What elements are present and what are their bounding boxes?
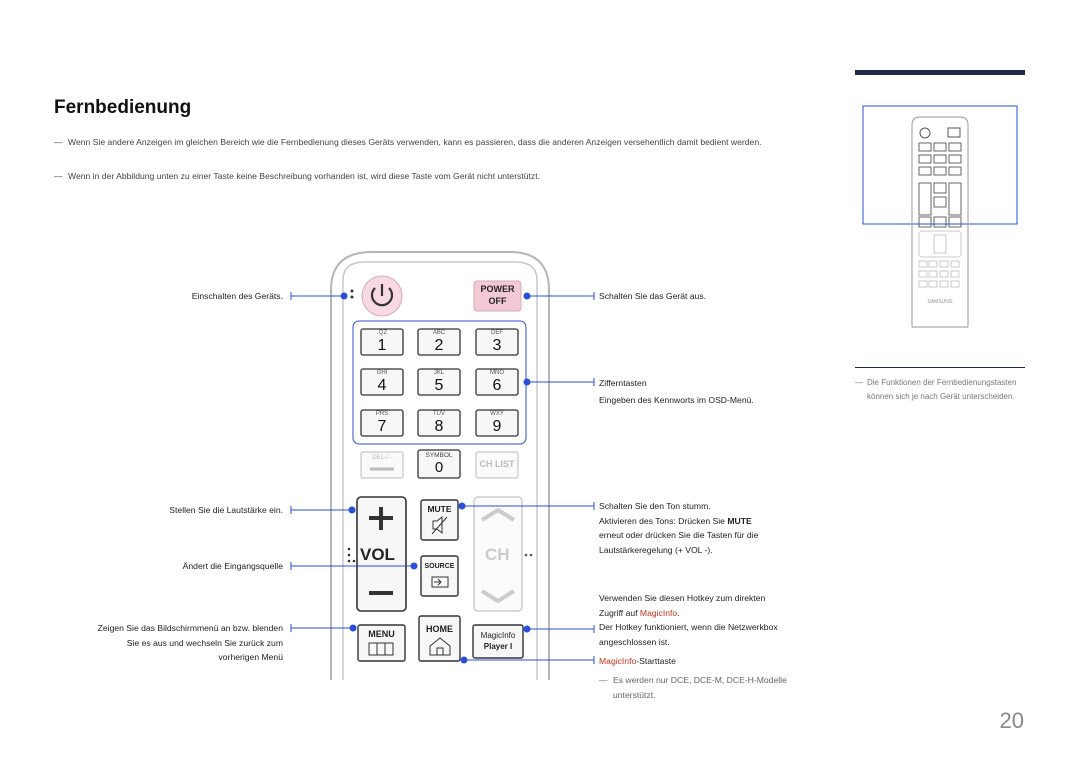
note-dash: ― [855, 378, 863, 387]
page-number: 20 [999, 708, 1024, 733]
key-5[interactable]: 5 [434, 377, 444, 394]
remote-illustration [290, 251, 595, 680]
label-volume: Stellen Sie die Lautstärke ein. [169, 505, 283, 515]
key-sub: WXY [490, 411, 504, 417]
vol-label: VOL [360, 545, 395, 564]
symbol-label: SYMBOL [425, 452, 453, 459]
label-mute: Schalten Sie den Ton stumm. Aktivieren d… [599, 501, 759, 555]
power-off-button [473, 280, 522, 312]
key-sub: PRS [375, 411, 389, 417]
key-9[interactable]: 9 [492, 418, 502, 435]
label-source: Ändert die Eingangsquelle [182, 561, 283, 571]
key-6[interactable]: 6 [492, 377, 502, 394]
label-power-off: Schalten Sie das Gerät aus. [599, 291, 707, 301]
key-1[interactable]: 1 [377, 337, 387, 354]
label-magicinfo: MagicInfo-Starttaste [599, 656, 676, 666]
power-icon [370, 284, 394, 307]
volume-rocker [356, 496, 407, 612]
thumbnail-brand: SAMSUNG [927, 299, 952, 305]
note-dash: ― [54, 171, 63, 181]
label-numbers-desc: Eingeben des Kennworts im OSD-Menü. [599, 395, 754, 405]
power-off-label: POWER OFF [480, 284, 515, 306]
del-label: DEL-/-- [372, 455, 392, 461]
key-0[interactable]: 0 [434, 459, 444, 476]
source-key [420, 555, 459, 597]
key-sub: MNO [490, 370, 504, 376]
source-label: SOURCE [424, 563, 455, 570]
remote-outline [330, 251, 550, 680]
mute-key [420, 499, 459, 541]
key-sub: DEF [491, 330, 503, 336]
key-sub: .QZ [377, 330, 387, 336]
mute-label: MUTE [427, 504, 452, 514]
label-numbers-title: Zifferntasten [599, 378, 647, 388]
menu-label: MENU [368, 629, 395, 639]
key-sub: ABC [432, 330, 446, 336]
key-sub: TUV [433, 411, 445, 417]
label-home: Verwenden Sie diesen Hotkey zum direkten… [599, 593, 778, 647]
key-sub: JKL [433, 370, 445, 376]
note-dash: ― [599, 675, 608, 685]
side-note-text: Die Funktionen der Fernbedienungstasten … [867, 378, 1017, 401]
note-dash: ― [54, 137, 63, 147]
remote-thumbnail: SAMSUNG [862, 105, 1018, 328]
number-keys [360, 328, 519, 437]
side-divider [855, 367, 1025, 368]
source-icon [431, 576, 449, 588]
chlist-label: CH LIST [479, 459, 515, 469]
key-4[interactable]: 4 [377, 377, 387, 394]
note-1: ― Wenn Sie andere Anzeigen im gleichen B… [54, 135, 824, 149]
page-title: Fernbedienung [54, 97, 192, 118]
label-power-on: Einschalten des Geräts. [191, 291, 283, 301]
note-2: ― Wenn in der Abbildung unten zu einer T… [54, 169, 824, 183]
chlist-key [475, 451, 519, 479]
mute-icon [431, 515, 448, 535]
callout-lines [290, 292, 595, 664]
magicinfo-key [472, 624, 524, 659]
home-icon [429, 637, 451, 656]
home-label: HOME [426, 624, 453, 634]
key-7[interactable]: 7 [377, 418, 387, 435]
menu-icon [368, 642, 394, 656]
key-3[interactable]: 3 [492, 337, 502, 354]
magicinfo-label: MagicInfo Player I [480, 631, 516, 651]
header-bar [855, 70, 1025, 75]
note-text: Wenn Sie andere Anzeigen im gleichen Ber… [68, 137, 762, 147]
channel-rocker [473, 496, 523, 612]
side-note: ― Die Funktionen der Fernbedienungstaste… [855, 376, 1025, 403]
label-magicinfo-note: ― Es werden nur DCE, DCE-M, DCE-H-Modell… [599, 675, 787, 700]
del-key [360, 451, 404, 479]
key-sub: GHI [376, 370, 388, 376]
symbol-key [417, 449, 461, 479]
remote-inner-outline [342, 261, 538, 680]
label-menu: Zeigen Sie das Bildschirmmenü an bzw. bl… [97, 623, 283, 662]
key-8[interactable]: 8 [434, 418, 444, 435]
ch-label: CH [485, 545, 510, 564]
key-2[interactable]: 2 [434, 337, 444, 354]
note-text: Wenn in der Abbildung unten zu einer Tas… [68, 171, 540, 181]
